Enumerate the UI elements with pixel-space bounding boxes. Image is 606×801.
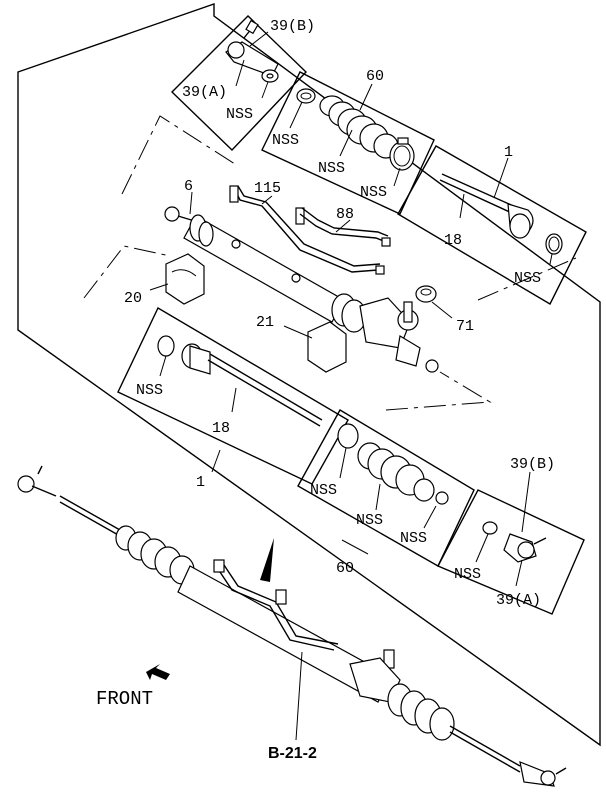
box-tie-rod-end-bottom xyxy=(437,489,585,615)
box-tie-rod-end-top xyxy=(171,15,307,151)
label-6: 6 xyxy=(184,178,193,195)
label-20: 20 xyxy=(124,290,142,307)
label-nss-c: NSS xyxy=(318,160,345,177)
label-nss-f: NSS xyxy=(136,382,163,399)
pointer-arrow-icon xyxy=(260,538,274,582)
label-39b-bottom: 39(B) xyxy=(510,456,555,473)
label-ref-b-21-2: B-21-2 xyxy=(268,745,317,762)
box-boot-bottom xyxy=(297,409,475,567)
box-inner-rod-top xyxy=(397,145,587,305)
label-60-top: 60 xyxy=(366,68,384,85)
label-nss-b: NSS xyxy=(272,132,299,149)
nut-top xyxy=(261,69,279,83)
dash-guides xyxy=(83,115,577,411)
assembled-rack xyxy=(17,465,567,787)
label-nss-h: NSS xyxy=(356,512,383,529)
label-18-top: 18 xyxy=(444,232,462,249)
label-nss-a: NSS xyxy=(226,106,253,123)
mount-rubber-20 xyxy=(165,253,205,305)
label-39a-top: 39(A) xyxy=(182,84,227,101)
inner-rod-top xyxy=(439,173,563,255)
label-1-bottom: 1 xyxy=(196,474,205,491)
label-71: 71 xyxy=(456,318,474,335)
inner-rod-bottom xyxy=(157,335,323,427)
pipes-upper xyxy=(229,185,391,275)
clamp-top xyxy=(389,137,415,171)
bushing-71 xyxy=(415,285,437,303)
box-inner-rod-bottom xyxy=(117,307,349,485)
label-39b-top: 39(B) xyxy=(270,18,315,35)
box-boot-top xyxy=(261,71,435,215)
label-18-bottom: 18 xyxy=(212,420,230,437)
leader-lines xyxy=(149,31,553,741)
rack-housing xyxy=(164,206,439,373)
label-60-bottom: 60 xyxy=(336,560,354,577)
label-21: 21 xyxy=(256,314,274,331)
label-nss-d: NSS xyxy=(360,184,387,201)
main-panel xyxy=(17,3,601,747)
mount-rubber-21 xyxy=(307,321,347,373)
label-nss-e: NSS xyxy=(514,270,541,287)
label-1-top: 1 xyxy=(504,144,513,161)
clip-top-a xyxy=(296,88,316,104)
label-39a-bottom: 39(A) xyxy=(496,592,541,609)
label-88: 88 xyxy=(336,206,354,223)
label-115: 115 xyxy=(254,180,281,197)
ball-joint-bottom xyxy=(482,521,547,563)
label-front: FRONT xyxy=(96,688,153,710)
boot-top xyxy=(319,95,399,159)
label-nss-j: NSS xyxy=(454,566,481,583)
front-arrow-icon xyxy=(146,664,170,680)
boot-bottom xyxy=(337,423,449,505)
label-nss-g: NSS xyxy=(310,482,337,499)
ball-joint-top xyxy=(225,19,279,77)
label-nss-i: NSS xyxy=(400,530,427,547)
